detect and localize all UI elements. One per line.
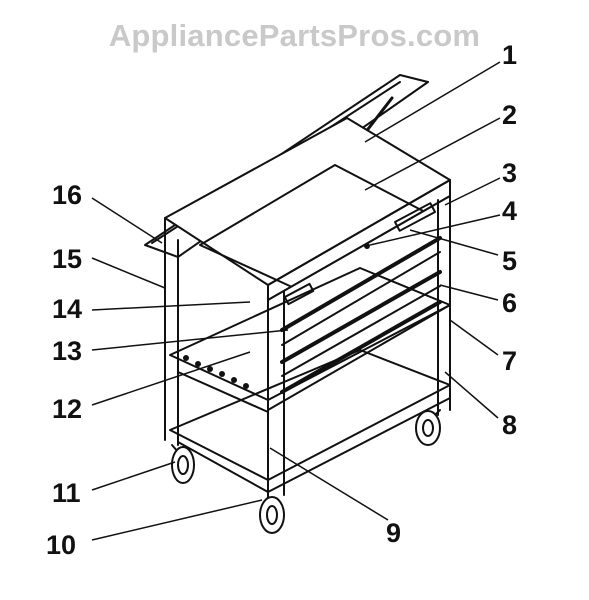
callout-10: 10: [46, 530, 77, 560]
bottom-shelf: [169, 349, 451, 481]
callout-8: 8: [502, 410, 518, 440]
callout-15: 15: [52, 244, 83, 274]
callout-16: 16: [52, 180, 83, 210]
callout-6: 6: [502, 288, 518, 318]
callout-1: 1: [502, 40, 518, 70]
callout-12: 12: [52, 394, 83, 424]
caster-right: [415, 409, 441, 446]
caster-front: [259, 496, 285, 534]
callout-14: 14: [52, 294, 83, 324]
callout-7: 7: [502, 346, 518, 376]
callout-9: 9: [386, 518, 402, 548]
callout-3: 3: [502, 158, 518, 188]
caster-left-rear: [171, 444, 195, 484]
callout-4: 4: [502, 196, 518, 226]
middle-shelf: [169, 267, 451, 401]
callout-11: 11: [52, 478, 81, 508]
callout-13: 13: [52, 336, 83, 366]
callout-2: 2: [502, 100, 518, 130]
watermark-logo: AppliancePartsPros.com: [108, 18, 481, 53]
callout-5: 5: [502, 246, 518, 276]
